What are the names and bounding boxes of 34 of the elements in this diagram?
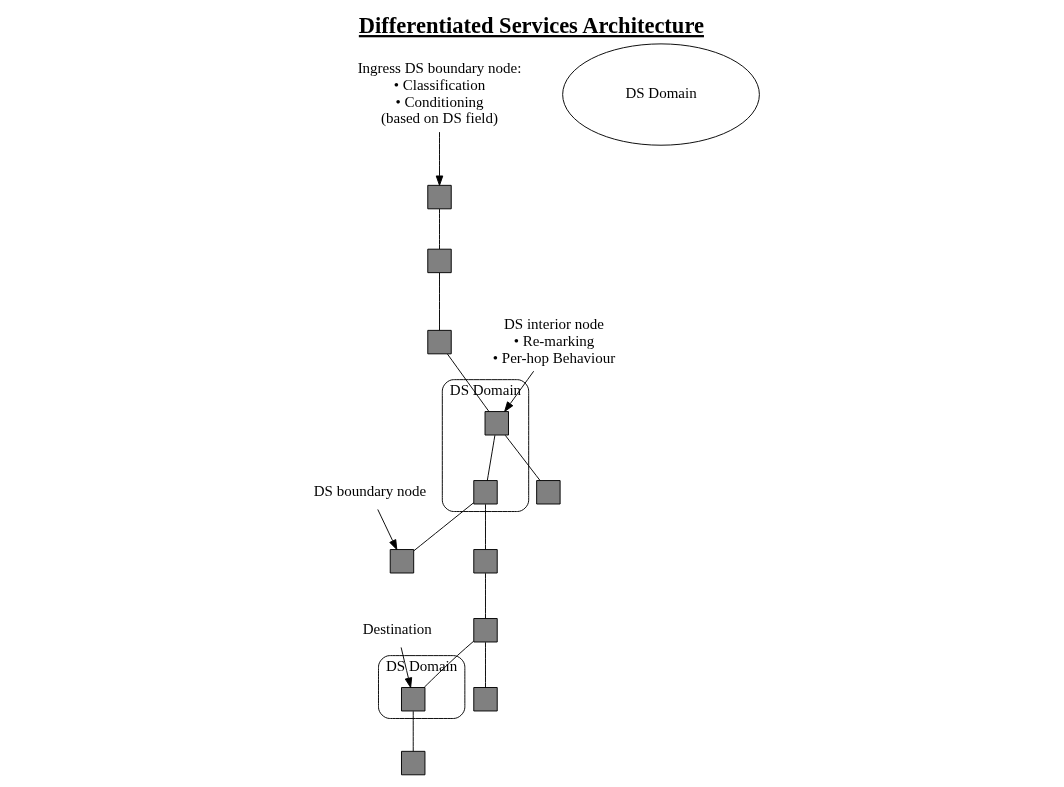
arrow [435,131,443,186]
node-box [400,750,425,776]
node-box [426,248,452,274]
connector [446,353,489,412]
connector [484,503,486,550]
connector [484,572,486,619]
node-text: DS interior node • Re-marking • Per-hop Behaviour [492,315,615,366]
node-box [472,687,498,712]
node-box [389,549,414,574]
connector [423,640,474,688]
connector [486,434,495,481]
connector [438,272,440,331]
node-box [472,480,498,505]
node-text: Ingress DS boundary node: • Classification • Conditioning (based on DS field) [357,59,521,127]
connector [484,641,486,688]
node-box [535,480,561,505]
node-box [400,687,425,712]
node-box [472,549,498,574]
node-box [426,184,452,210]
node-ellipse: DS Domain [561,43,760,146]
connector [438,208,440,250]
connector [412,502,474,552]
node-text: DS boundary node [313,482,426,499]
cluster: DS Domain [441,379,529,512]
node-box [484,411,509,436]
arrow [376,509,397,550]
connector [412,710,414,752]
node-box [472,618,498,643]
node-box [426,329,452,355]
connector [504,434,540,481]
diagram-title: Differentiated Services Architecture [358,13,704,39]
arrow [400,646,412,688]
node-text: Destination [362,620,432,637]
cluster: DS Domain [377,655,465,719]
